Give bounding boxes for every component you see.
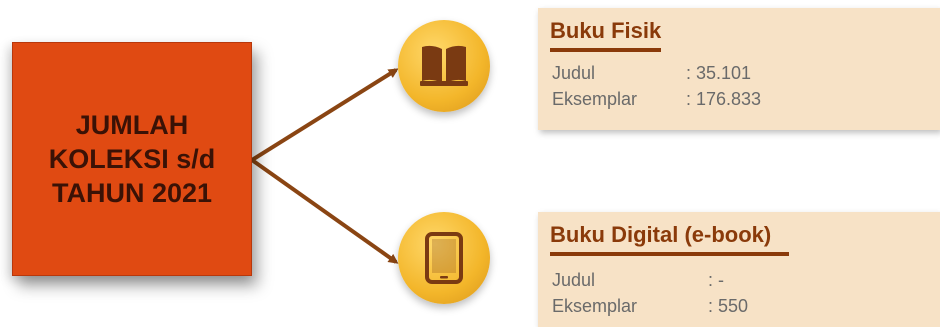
row-value: : - <box>708 270 724 290</box>
tablet-icon-circle <box>398 212 490 304</box>
row-label: Judul <box>552 270 596 290</box>
main-line-1: JUMLAH <box>75 110 189 140</box>
row-label: Judul <box>552 63 596 83</box>
row-eksemplar: Eksemplar : 550 <box>552 296 748 317</box>
card-physical-books: Buku Fisik Judul : 35.101 Eksemplar : 17… <box>538 8 940 130</box>
collection-total-label: JUMLAH KOLEKSI s/d TAHUN 2021 <box>49 108 216 210</box>
row-label: Eksemplar <box>552 89 638 109</box>
collection-total-box: JUMLAH KOLEKSI s/d TAHUN 2021 <box>12 42 252 276</box>
row-judul: Judul : 35.101 <box>552 63 751 84</box>
row-value: : 550 <box>708 296 749 316</box>
card-title: Buku Fisik <box>550 18 662 52</box>
book-icon-circle <box>398 20 490 112</box>
card-digital-books: Buku Digital (e-book) Judul : - Eksempla… <box>538 212 940 327</box>
arrow-to-digital <box>250 158 399 264</box>
main-line-2: KOLEKSI s/d <box>48 144 216 174</box>
row-eksemplar: Eksemplar : 176.833 <box>552 89 761 110</box>
row-value: : 176.833 <box>686 89 762 109</box>
tablet-icon <box>425 232 463 284</box>
row-judul: Judul : - <box>552 270 724 291</box>
book-icon <box>420 45 468 86</box>
row-value: : 35.101 <box>686 63 752 83</box>
main-line-3: TAHUN 2021 <box>51 178 213 208</box>
row-label: Eksemplar <box>552 296 638 316</box>
card-title: Buku Digital (e-book) <box>550 222 790 256</box>
arrow-to-physical <box>250 68 399 162</box>
